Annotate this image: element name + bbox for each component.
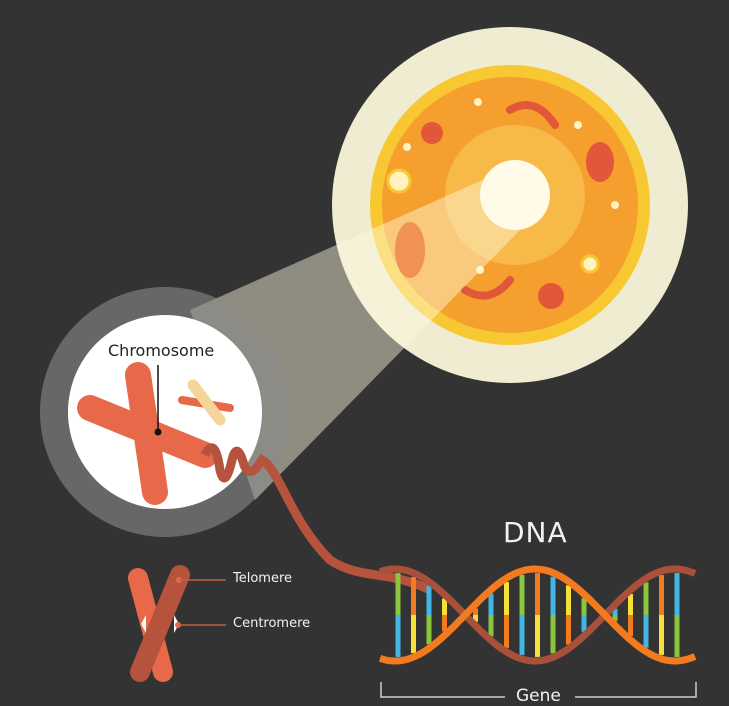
telomere-label: Telomere xyxy=(233,571,293,586)
focus-spot xyxy=(480,160,550,230)
gene-bracket xyxy=(380,682,697,698)
gene-label: Gene xyxy=(516,686,561,706)
dna-title: DNA xyxy=(503,516,568,549)
strand-brown xyxy=(378,565,697,665)
chromosome-magnifier xyxy=(40,287,433,595)
centromere-label: Centromere xyxy=(233,616,311,631)
chromosome-diagram xyxy=(128,565,226,682)
chromatin-strand xyxy=(200,443,433,595)
strand-orange xyxy=(378,565,697,665)
chromosome-label: Chromosome xyxy=(108,341,215,360)
dna-helix xyxy=(378,565,697,665)
mitochondrion xyxy=(586,142,614,182)
